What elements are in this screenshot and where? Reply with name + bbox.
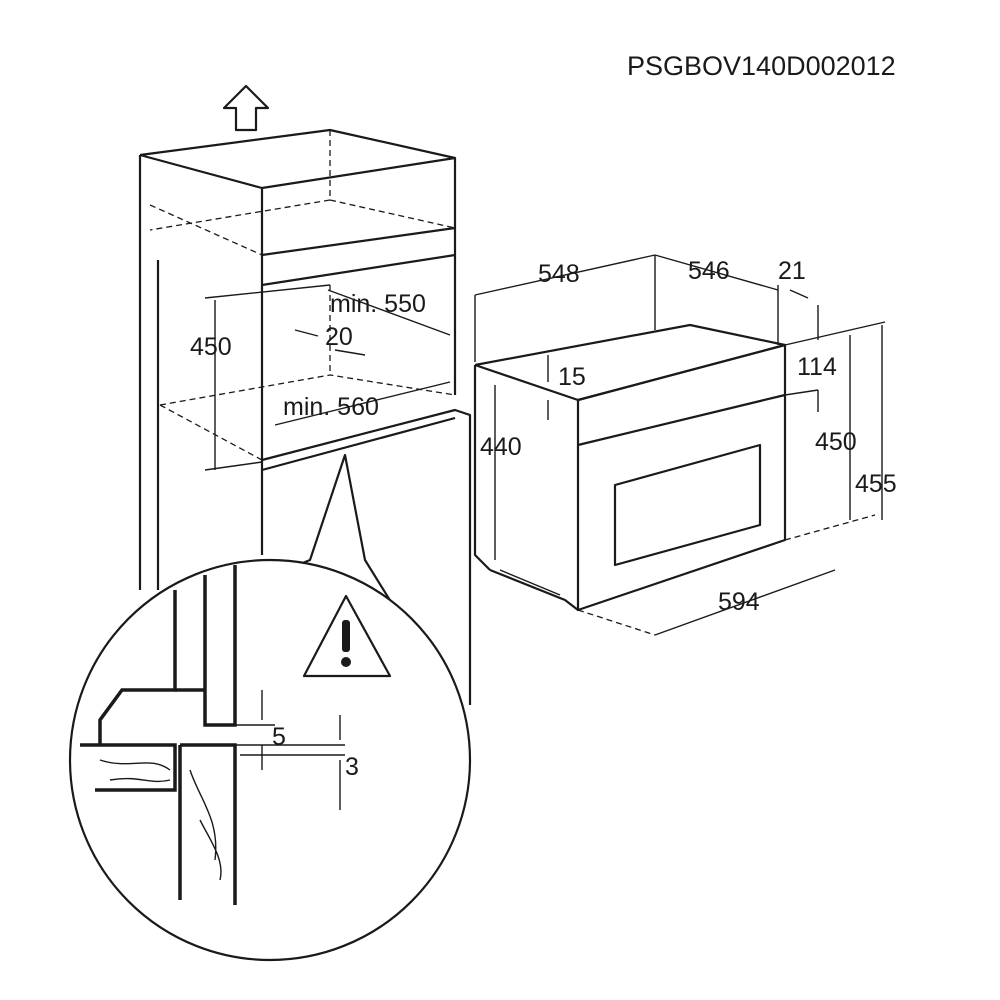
up-arrow-icon	[222, 84, 270, 132]
cabinet	[138, 128, 472, 705]
diagram-code: PSGBOV140D002012	[627, 51, 896, 81]
oven-window	[613, 443, 762, 567]
niche-height-label: 450	[190, 333, 232, 361]
oven-dimensions: 548 546 21 15 440 114 450 455 594	[474, 254, 897, 636]
warning-icon	[302, 594, 392, 678]
top-offset-label: 15	[558, 363, 586, 391]
min-depth-label: min. 550	[330, 290, 426, 318]
panel-height-label: 114	[797, 353, 837, 381]
depth-body-label: 546	[688, 257, 730, 285]
oven	[473, 323, 787, 612]
overall-height-label: 455	[855, 470, 897, 498]
gap-top-label: 5	[272, 723, 286, 751]
depth-total-label: 548	[538, 260, 580, 288]
body-height-label: 440	[480, 433, 522, 461]
gap-label: 20	[325, 323, 353, 351]
detail-callout: 5 3	[68, 453, 472, 962]
width-label: 594	[718, 588, 760, 616]
gap-bottom-label: 3	[345, 753, 359, 781]
front-height-label: 450	[815, 428, 857, 456]
min-width-label: min. 560	[283, 393, 379, 421]
front-thickness-label: 21	[778, 257, 806, 285]
cabinet-dimensions: 450 min. 550 20 min. 560	[190, 284, 451, 471]
